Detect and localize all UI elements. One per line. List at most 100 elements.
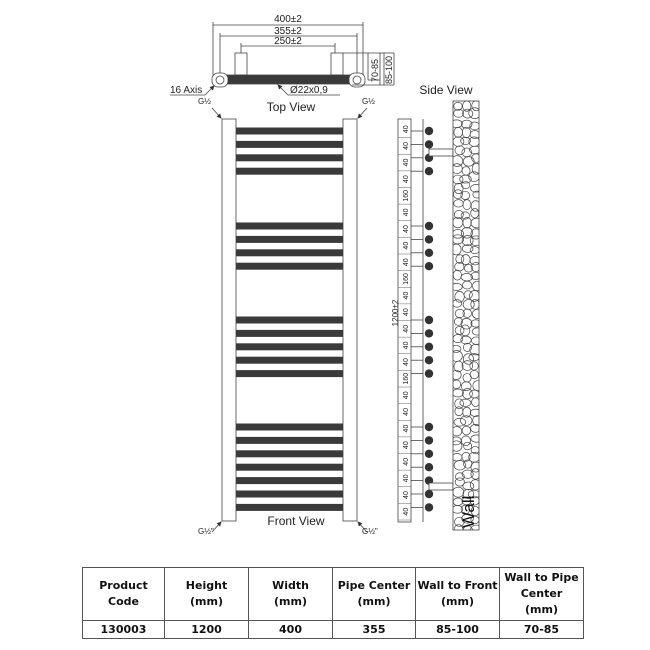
spacing-label: 40 xyxy=(403,308,410,316)
spacing-label: 40 xyxy=(403,508,410,516)
bar-dot xyxy=(424,342,434,351)
towel-bar xyxy=(236,316,343,324)
header-line: Height xyxy=(185,579,228,592)
wall-pebble xyxy=(469,344,479,356)
wall-pebble xyxy=(469,408,479,417)
wall-pebble xyxy=(453,440,463,452)
table-header: Width(mm) xyxy=(248,567,333,621)
wall-pebble xyxy=(454,516,465,527)
wall-pebble xyxy=(470,184,479,193)
wall-pebble xyxy=(454,398,464,410)
spacing-label: 40 xyxy=(403,391,410,399)
wall-pebble xyxy=(470,208,479,219)
wall-pebble xyxy=(468,107,479,119)
wall-pebble xyxy=(470,319,479,328)
bar-dot xyxy=(424,449,434,458)
wall-pebble xyxy=(453,229,464,239)
bar-dot xyxy=(424,329,434,338)
bar-dot xyxy=(424,489,434,499)
wall-pebble xyxy=(471,101,479,112)
wall-pebble xyxy=(470,200,479,212)
header-line: (mm) xyxy=(357,595,391,608)
towel-bar xyxy=(236,249,343,257)
bar-dot xyxy=(424,463,434,472)
valve-right-label: G½ xyxy=(362,97,375,106)
wall-pebble xyxy=(461,435,471,447)
wall-pebble xyxy=(460,136,471,145)
table-cell: 70-85 xyxy=(499,620,584,639)
wall-pebble xyxy=(453,334,464,344)
spacing-label: 40 xyxy=(403,325,410,333)
wall-pebble xyxy=(462,101,472,112)
towel-bar xyxy=(236,127,343,135)
header-line: Center xyxy=(520,587,563,600)
wall-pebble xyxy=(461,452,471,462)
wall-pebble xyxy=(462,488,475,500)
wall-pebble xyxy=(453,136,465,147)
valve-right-top xyxy=(348,72,366,88)
wall-pebble xyxy=(453,269,462,281)
wall-pebble xyxy=(454,326,465,335)
towel-bar xyxy=(236,490,343,498)
wall-pebble xyxy=(471,397,479,407)
header-line: Product Code xyxy=(99,579,148,608)
wall-pebble xyxy=(469,121,479,131)
bar-dot xyxy=(424,436,434,445)
wall-pebble xyxy=(462,217,472,229)
front-view-title: Front View xyxy=(267,514,324,528)
wall-label: Wall xyxy=(459,496,478,528)
spacing-label: 40 xyxy=(403,242,410,250)
wall-bracket-bottom xyxy=(428,482,454,491)
table-header: Product Code xyxy=(82,567,165,621)
header-line: (mm) xyxy=(441,595,474,608)
spacing-label: 40 xyxy=(403,125,410,133)
wall-pebble xyxy=(470,446,479,454)
wall-pebble xyxy=(453,182,464,194)
wall-pebble xyxy=(469,235,479,247)
wall-pebble xyxy=(453,417,467,427)
wall-pebble xyxy=(453,388,464,398)
wall-pebble xyxy=(463,441,473,451)
wall-pebble xyxy=(463,290,473,299)
wall-pebble xyxy=(461,425,471,436)
wall-pebble xyxy=(472,190,479,199)
table-cell: 1200 xyxy=(164,620,249,639)
wall-pebble xyxy=(470,461,479,473)
wall-pebble xyxy=(460,211,470,220)
wall-pebble xyxy=(470,217,479,229)
wall-pebble xyxy=(462,353,474,365)
wall-pebble xyxy=(471,309,479,319)
wall-pebble xyxy=(453,505,464,514)
bar-dot xyxy=(424,503,434,512)
wall-pebble xyxy=(469,255,479,266)
bar-dot xyxy=(424,262,434,271)
spacing-label: 160 xyxy=(403,273,410,285)
spacing-label: 40 xyxy=(403,441,410,449)
wall-pebble xyxy=(462,108,474,119)
towel-bar xyxy=(236,423,343,431)
spacing-label: 40 xyxy=(403,491,410,499)
wall-pebble xyxy=(462,308,472,318)
towel-bar xyxy=(236,222,343,230)
wall-pebble xyxy=(460,119,473,129)
front-view xyxy=(211,107,368,533)
dim-brackets-label: 250±2 xyxy=(274,36,302,47)
header-line: Pipe Center xyxy=(337,579,411,592)
header-line: (mm) xyxy=(190,595,223,608)
wall-pebble xyxy=(453,379,462,389)
wall xyxy=(452,100,480,531)
wall-pebble xyxy=(461,513,474,524)
header-line: (mm) xyxy=(274,595,307,608)
wall-pebble xyxy=(470,271,479,280)
spacing-label: 40 xyxy=(403,408,410,416)
towel-bar xyxy=(236,329,343,337)
towel-bar xyxy=(236,262,343,270)
wall-pebble xyxy=(459,174,472,184)
wall-pebble xyxy=(468,353,479,362)
spacing-label: 40 xyxy=(403,358,410,366)
spacing-label: 40 xyxy=(403,292,410,300)
wall-pebble xyxy=(462,280,473,290)
wall-pebble xyxy=(461,244,474,253)
side-view xyxy=(397,100,480,531)
